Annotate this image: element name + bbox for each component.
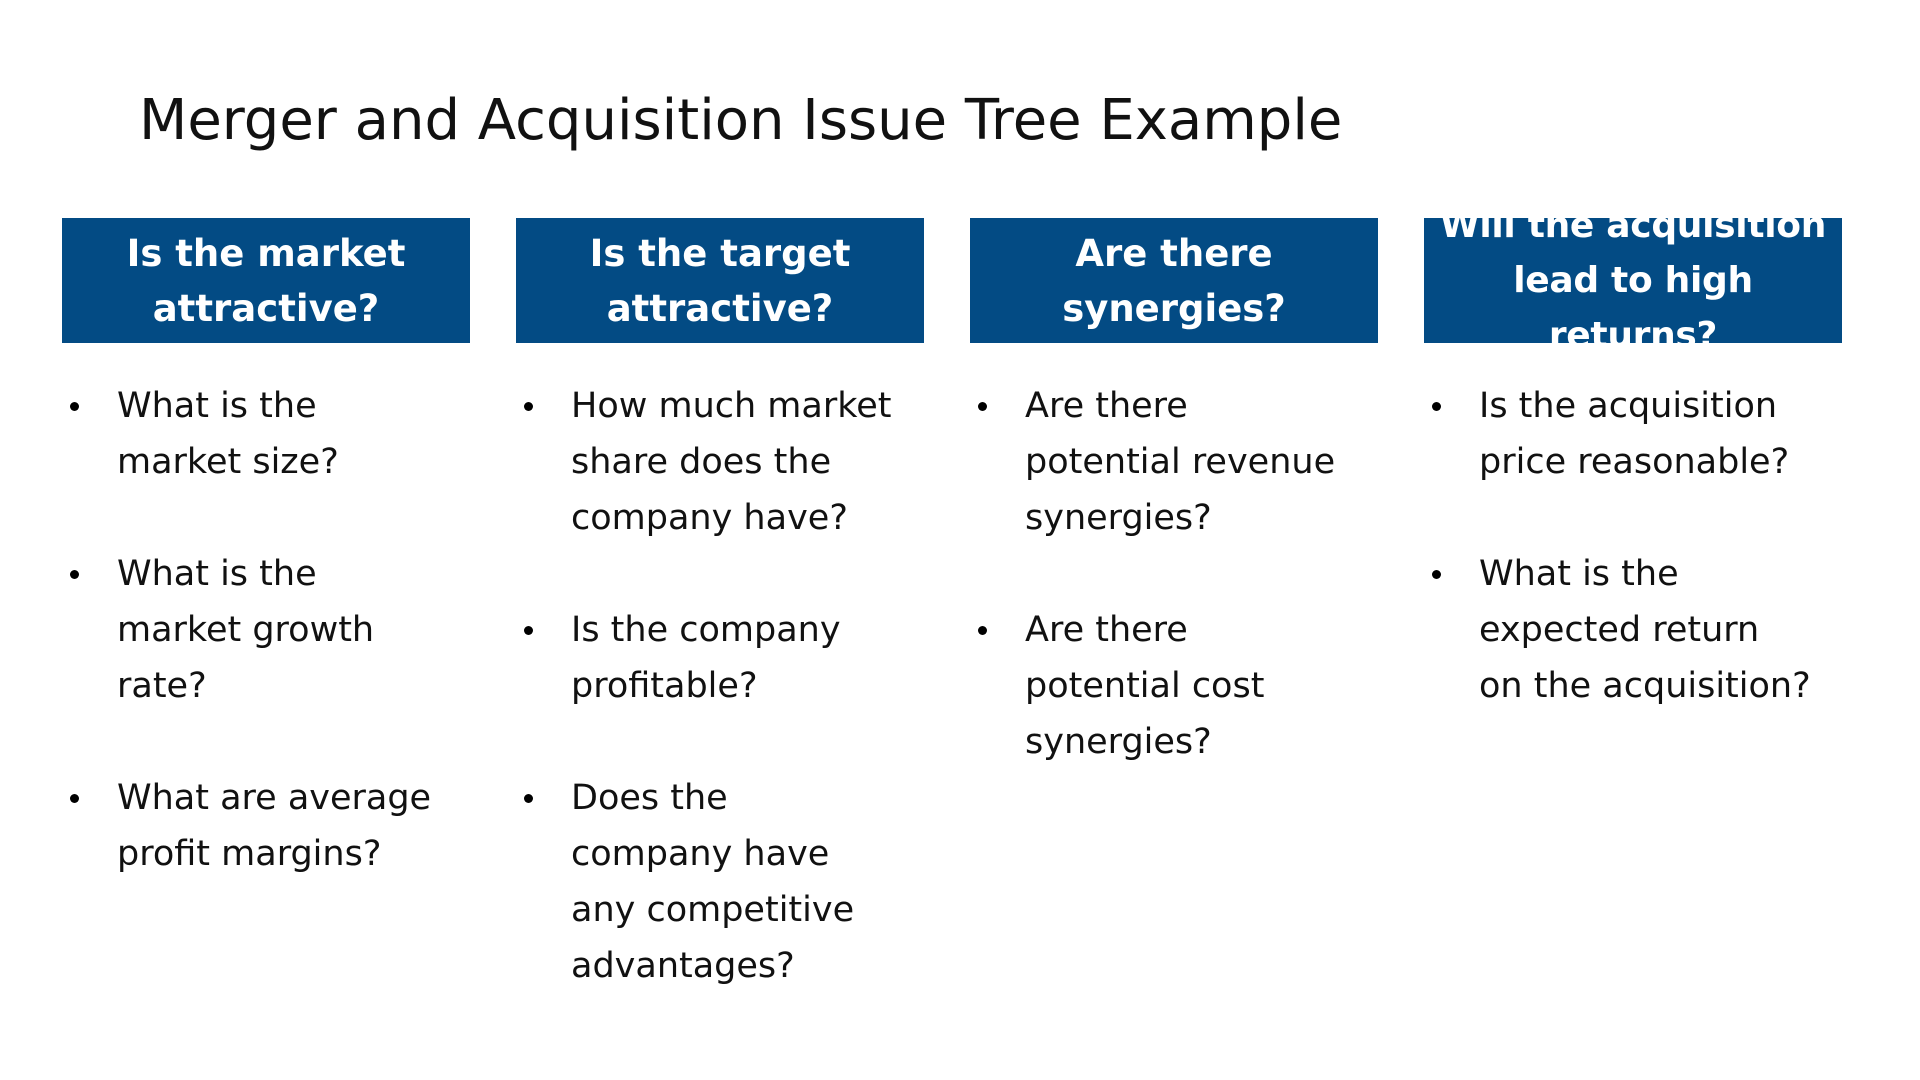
bullet-text: Does the company have any competitive ad… bbox=[571, 778, 855, 986]
bullet-icon bbox=[70, 402, 79, 411]
column-header: Is the market attractive? bbox=[62, 218, 470, 343]
list-item: What is the expected return on the acqui… bbox=[1424, 546, 1842, 714]
bullet-icon bbox=[978, 402, 987, 411]
bullet-list: What is the market size? What is the mar… bbox=[62, 378, 470, 882]
list-item: What are average profit margins? bbox=[62, 770, 470, 882]
list-item: What is the market growth rate? bbox=[62, 546, 470, 714]
column-header-text: Is the market attractive? bbox=[126, 231, 406, 330]
column-header: Is the target attractive? bbox=[516, 218, 924, 343]
list-item: Are there potential revenue synergies? bbox=[970, 378, 1378, 546]
bullet-text: Is the company profitable? bbox=[571, 610, 841, 706]
page-title: Merger and Acquisition Issue Tree Exampl… bbox=[139, 88, 1343, 153]
bullet-text: Are there potential cost synergies? bbox=[1025, 610, 1265, 762]
bullet-text: What is the expected return on the acqui… bbox=[1479, 554, 1811, 706]
bullet-icon bbox=[1432, 402, 1441, 411]
bullet-icon bbox=[70, 794, 79, 803]
list-item: What is the market size? bbox=[62, 378, 470, 490]
bullet-icon bbox=[524, 402, 533, 411]
column-header-text: Will the acquisition lead to high return… bbox=[1439, 205, 1827, 356]
list-item: Is the company profitable? bbox=[516, 602, 924, 714]
bullet-text: What is the market growth rate? bbox=[117, 554, 375, 706]
column-target-attractive: Is the target attractive? How much marke… bbox=[516, 218, 924, 1050]
bullet-icon bbox=[978, 626, 987, 635]
bullet-icon bbox=[70, 570, 79, 579]
list-item: Is the acquisition price reasonable? bbox=[1424, 378, 1842, 490]
bullet-text: Is the acquisition price reasonable? bbox=[1479, 386, 1790, 482]
list-item: How much market share does the company h… bbox=[516, 378, 924, 546]
column-header-text: Are there synergies? bbox=[1062, 231, 1286, 330]
bullet-text: How much market share does the company h… bbox=[571, 386, 892, 538]
bullet-text: What are average profit margins? bbox=[117, 778, 432, 874]
list-item: Does the company have any competitive ad… bbox=[516, 770, 924, 994]
column-market-attractive: Is the market attractive? What is the ma… bbox=[62, 218, 470, 938]
bullet-text: What is the market size? bbox=[117, 386, 339, 482]
bullet-text: Are there potential revenue synergies? bbox=[1025, 386, 1336, 538]
bullet-icon bbox=[1432, 570, 1441, 579]
column-synergies: Are there synergies? Are there potential… bbox=[970, 218, 1378, 826]
bullet-list: Are there potential revenue synergies? A… bbox=[970, 378, 1378, 770]
bullet-icon bbox=[524, 626, 533, 635]
bullet-list: Is the acquisition price reasonable? Wha… bbox=[1424, 378, 1842, 714]
bullet-icon bbox=[524, 794, 533, 803]
list-item: Are there potential cost synergies? bbox=[970, 602, 1378, 770]
column-header-text: Is the target attractive? bbox=[589, 231, 851, 330]
column-header: Are there synergies? bbox=[970, 218, 1378, 343]
column-header: Will the acquisition lead to high return… bbox=[1424, 205, 1842, 356]
column-high-returns: Will the acquisition lead to high return… bbox=[1424, 205, 1842, 770]
bullet-list: How much market share does the company h… bbox=[516, 378, 924, 994]
